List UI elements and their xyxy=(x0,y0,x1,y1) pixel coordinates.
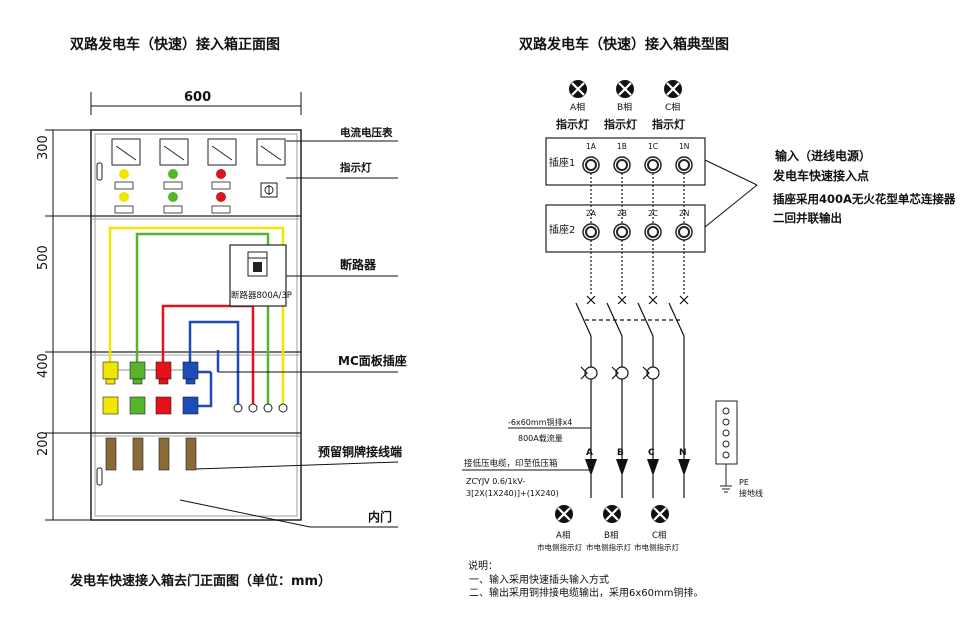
height-dim-500: 500 xyxy=(36,245,51,270)
top-lamp-caption-b: 指示灯 xyxy=(604,117,637,131)
output-arrows xyxy=(585,459,690,476)
ammeter-voltmeter-group xyxy=(111,138,286,166)
callout-lamp: 指示灯 xyxy=(340,161,372,174)
schematic: 双路发电车（快速）接入箱典型图 A相 B相 C相 指示灯 指示灯 指示灯 插座1… xyxy=(462,36,956,599)
top-indicator-lamps: A相 B相 C相 指示灯 指示灯 指示灯 xyxy=(556,78,685,131)
note-1: 一、输入采用快速插头输入方式 xyxy=(469,573,609,586)
phase-label-n: N xyxy=(679,448,687,458)
top-lamp-caption-a: 指示灯 xyxy=(556,117,589,131)
top-lamp-a: A相 xyxy=(570,101,585,113)
cable-note-2: ZCYJV 0.6/1kV- xyxy=(466,477,525,486)
socket-row1-label: 插座1 xyxy=(549,156,575,169)
brace-note-input: 输入（进线电源） xyxy=(775,148,871,163)
brace-note-parallel: 二回并联输出 xyxy=(773,211,842,225)
note-2: 二、输出采用铜排接电缆输出，采用6x60mm铜排。 xyxy=(469,586,704,599)
callout-copper-terminal: 预留铜牌接线端 xyxy=(318,444,402,459)
callout-inner-door: 内门 xyxy=(368,509,392,524)
phase-lines xyxy=(575,173,689,498)
front-view-title: 双路发电车（快速）接入箱正面图 xyxy=(70,36,280,53)
bottom-lamp-caption-c: 市电侧指示灯 xyxy=(634,542,679,552)
pe-label: PE xyxy=(739,478,749,487)
breaker-rating: 断路器800A/3P xyxy=(231,290,292,301)
phase-label-c: C xyxy=(648,448,655,458)
busbar-spec: -6x60mm铜排x4 xyxy=(508,417,572,427)
height-dim-400: 400 xyxy=(36,353,51,378)
socket-1n-label: 1N xyxy=(679,142,689,151)
height-dim-300: 300 xyxy=(36,135,51,160)
brace-note-access: 发电车快速接入点 xyxy=(772,168,869,183)
width-dimension: 600 xyxy=(184,90,211,105)
brace-note-connector: 插座采用400A无火花型单芯连接器 xyxy=(773,192,956,206)
pe-ground-label: 接地线 xyxy=(739,488,763,498)
bottom-lamp-caption-b: 市电侧指示灯 xyxy=(586,542,631,552)
schematic-title: 双路发电车（快速）接入箱典型图 xyxy=(519,36,729,53)
door-handle-lower xyxy=(96,467,103,486)
front-view: 双路发电车（快速）接入箱正面图 600 300 500 400 200 xyxy=(36,36,407,589)
bottom-indicator-lamps: A相 B相 C相 市电侧指示灯 市电侧指示灯 市电侧指示灯 xyxy=(537,503,679,552)
bottom-lamp-b: B相 xyxy=(604,530,618,541)
cable-note-3: 3[2X(1X240)]+(1X240) xyxy=(466,489,559,498)
socket-row2-label: 插座2 xyxy=(549,223,575,236)
bottom-lamp-caption-a: 市电侧指示灯 xyxy=(537,542,582,552)
brace-lines xyxy=(704,159,758,228)
callout-breaker: 断路器 xyxy=(340,257,377,272)
panel-indicator-lamps xyxy=(114,169,278,214)
cabinet-outline xyxy=(90,129,302,521)
busbar-current: 800A载流量 xyxy=(518,433,563,443)
socket-1a-label: 1A xyxy=(586,142,597,151)
callout-mc-socket: MC面板插座 xyxy=(338,353,407,368)
bottom-lamp-a: A相 xyxy=(556,530,570,541)
bottom-lamp-c: C相 xyxy=(652,530,666,541)
height-dim-200: 200 xyxy=(36,431,51,456)
top-lamp-caption-c: 指示灯 xyxy=(652,117,685,131)
door-handle-upper xyxy=(96,162,103,181)
front-view-caption: 发电车快速接入箱去门正面图（单位：mm） xyxy=(69,573,331,589)
copper-terminals xyxy=(105,437,197,471)
notes-title: 说明： xyxy=(468,559,498,572)
top-lamp-c: C相 xyxy=(665,101,680,113)
pe-terminal: PE 接地线 xyxy=(715,400,763,498)
cable-note-1: 接低压电缆，印至低压箱 xyxy=(464,458,558,469)
current-transformers xyxy=(580,366,660,380)
mc-panel-sockets xyxy=(102,361,288,415)
socket-1b-label: 1B xyxy=(617,142,627,151)
phase-label-b: B xyxy=(617,448,624,458)
phase-label-a: A xyxy=(586,448,593,458)
wiring xyxy=(108,226,285,408)
main-breaker: 断路器800A/3P xyxy=(229,244,292,307)
top-lamp-b: B相 xyxy=(617,101,632,113)
socket-1c-label: 1C xyxy=(648,142,658,151)
callout-meter: 电流电压表 xyxy=(340,126,393,139)
